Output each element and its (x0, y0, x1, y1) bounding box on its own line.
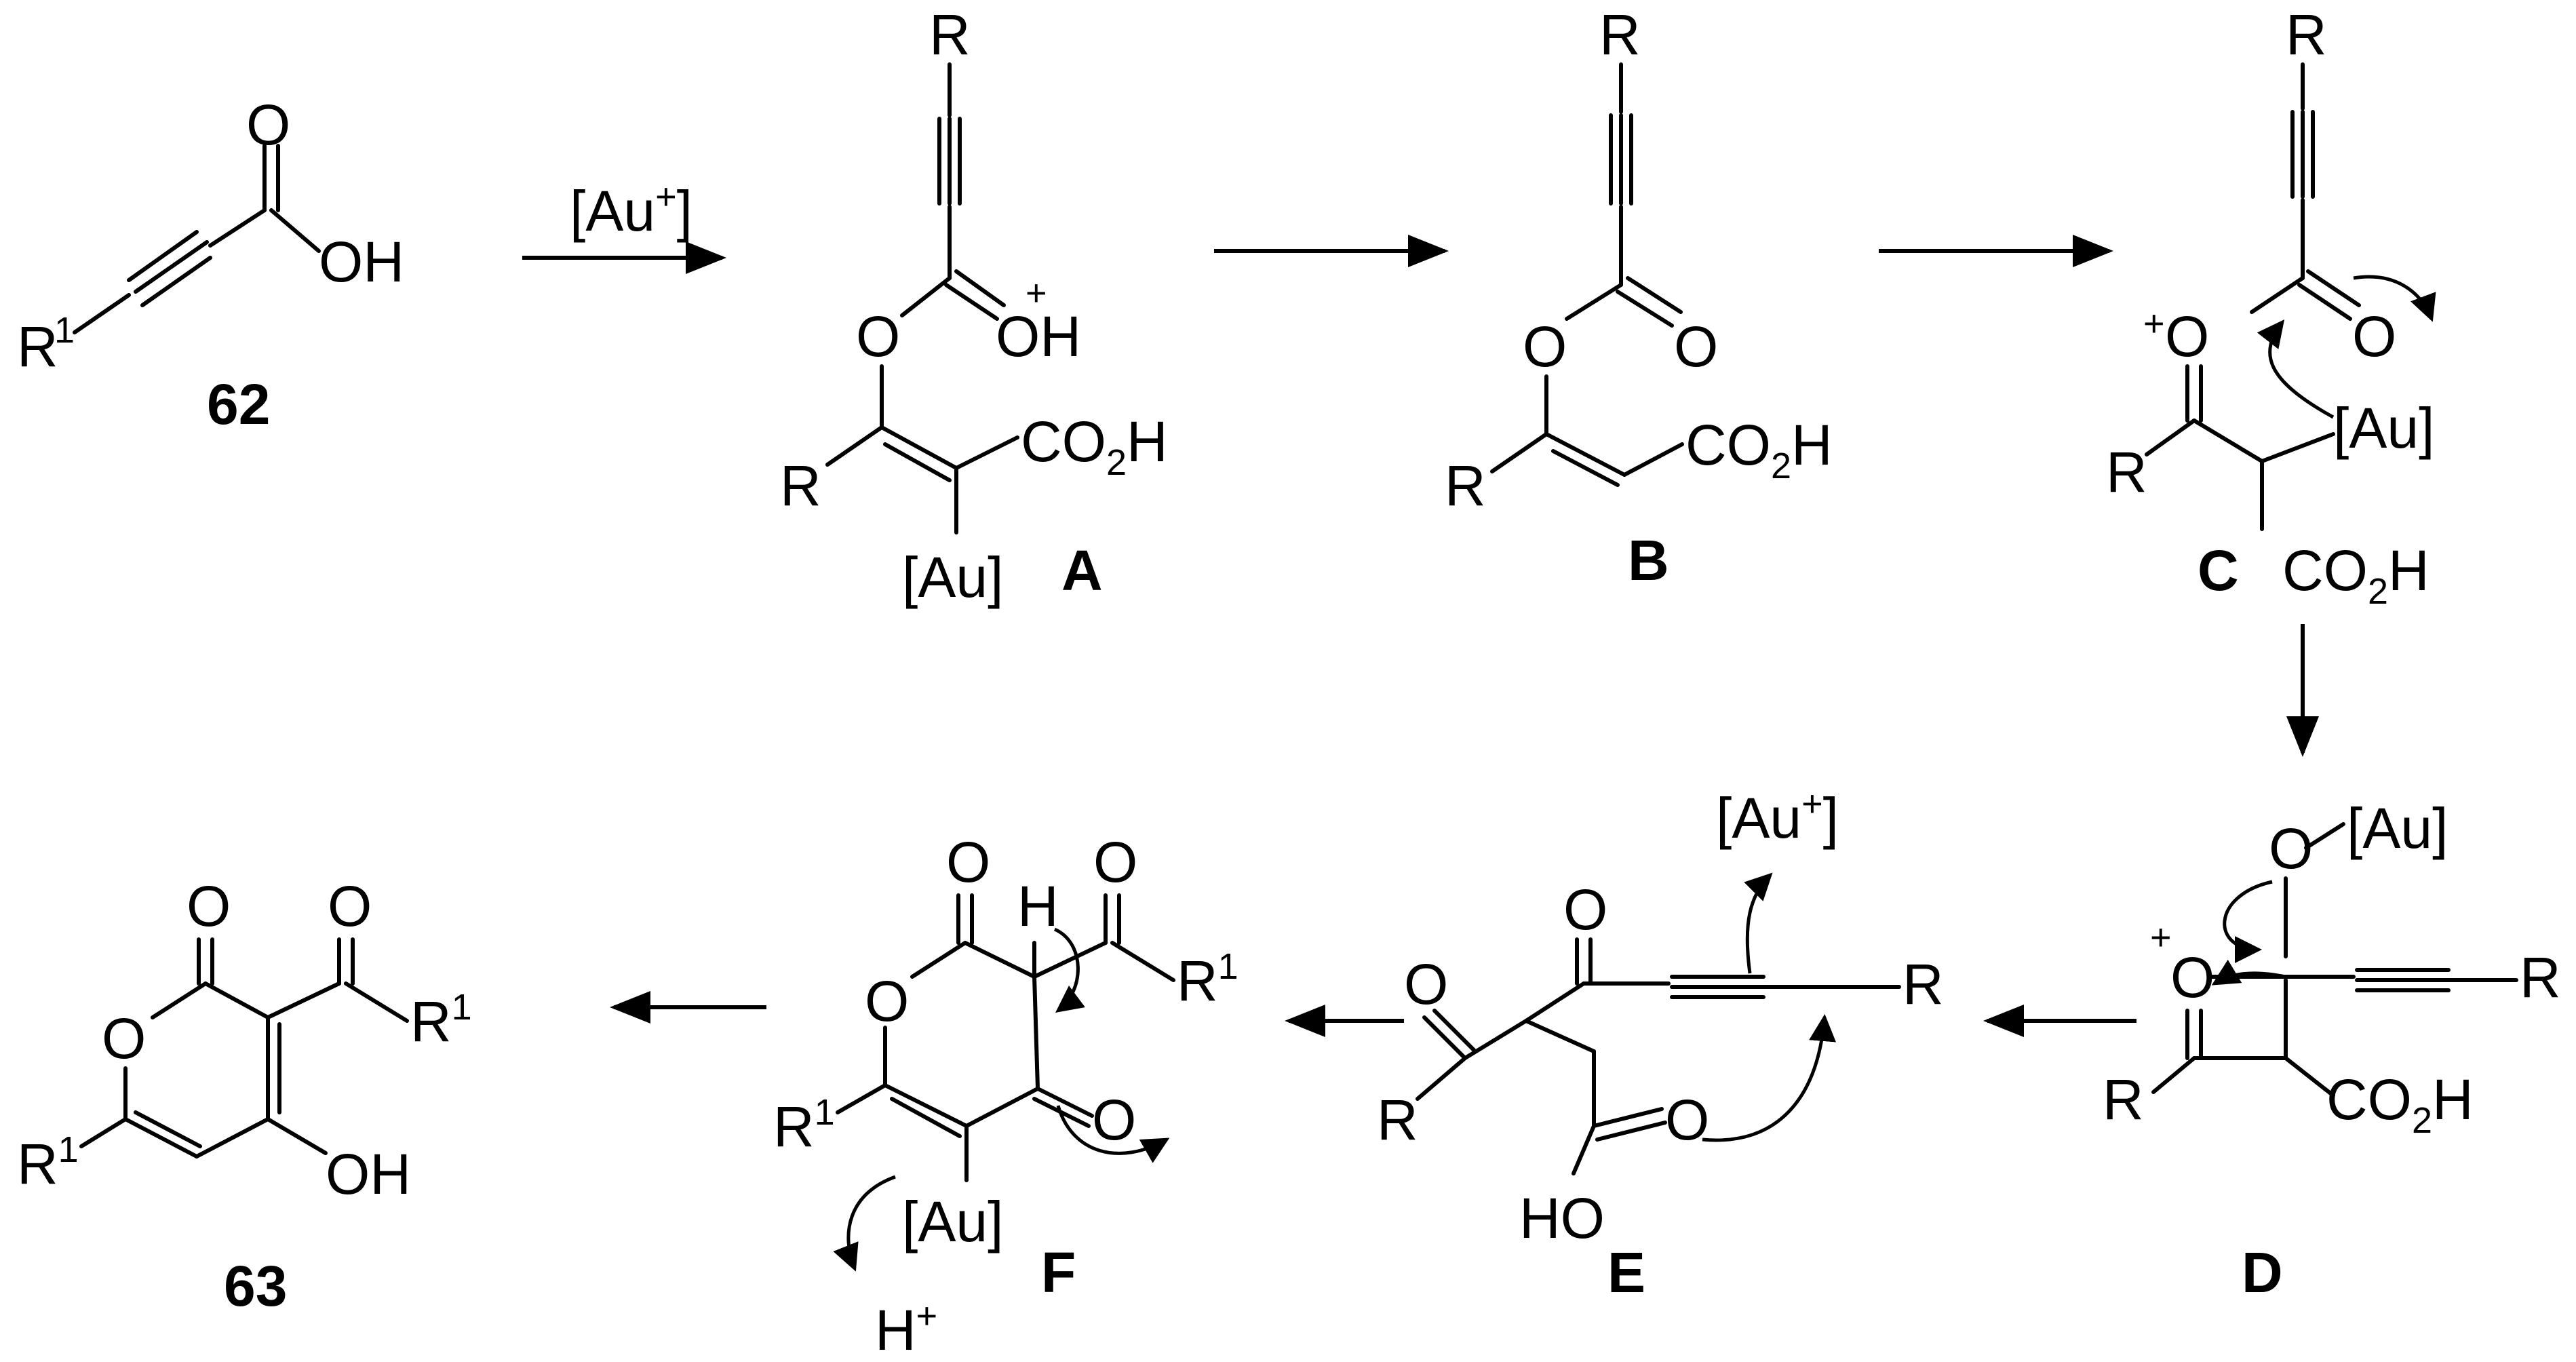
gold-center: [Au] (2347, 796, 2448, 860)
electron-arrow (2353, 275, 2436, 322)
compound-label-B: B (1628, 528, 1669, 592)
oxonium-charge: + (2150, 917, 2172, 958)
ester-oxygen: O (856, 305, 900, 368)
gold-release: [Au+] (1716, 783, 1839, 850)
r-alkyne: R (1902, 952, 1944, 1016)
acyl-oxygen: O (1093, 830, 1137, 894)
r-top: R (929, 3, 971, 66)
carboxylic-acid: CO2H (2282, 539, 2429, 612)
compound-label-A: A (1061, 539, 1103, 602)
r1-ring: R1 (17, 1129, 79, 1196)
carboxylic-acid: CO2H (1021, 410, 1168, 483)
electron-arrow (1702, 1014, 1837, 1142)
ring-oxygen: O (865, 969, 909, 1033)
proton: H+ (875, 1296, 937, 1362)
carbonyl-oxygen: O (246, 93, 290, 157)
oxonium-oxygen: O (2165, 305, 2209, 368)
r-acyl: R (2103, 1068, 2144, 1131)
r1-acyl: R1 (410, 987, 472, 1053)
compound-label-63: 63 (224, 1254, 287, 1318)
lactone-carbonyl-oxygen: O (946, 830, 990, 894)
carboxylic-acid: CO2H (1685, 413, 1833, 486)
gold-center: [Au] (902, 545, 1003, 609)
compound-label-F: F (1041, 1241, 1076, 1304)
r-alkyne: R (2520, 946, 2561, 1009)
gold-center: [Au] (2333, 396, 2434, 460)
acyl-oxygen: O (1404, 952, 1448, 1016)
compound-label-C: C (2198, 539, 2239, 602)
intermediate-D: O [Au] R + O R CO2H D (2103, 796, 2561, 1304)
lactone-carbonyl-oxygen: O (187, 874, 231, 938)
r1-superscript: 1 (54, 310, 75, 351)
electron-arrow (1744, 872, 1773, 974)
r-top: R (1599, 3, 1641, 66)
compound-label-E: E (1607, 1241, 1645, 1304)
ketone-oxygen: O (1563, 878, 1607, 941)
enol-hydroxyl: OH (326, 1142, 411, 1206)
electron-arrow (2257, 319, 2335, 419)
electron-arrow (2223, 880, 2273, 963)
arrow-62-to-A: [Au+] (522, 176, 726, 274)
r-vinyl: R (1445, 454, 1486, 518)
r1-ring: R1 (773, 1092, 835, 1159)
r1-acyl: R1 (1177, 946, 1238, 1013)
acid-carbonyl-oxygen: O (1665, 1088, 1709, 1152)
carboxylic-acid: CO2H (2326, 1068, 2474, 1141)
protonated-carbonyl: OH (996, 305, 1081, 368)
catalyst-label: [Au+] (570, 176, 692, 243)
electron-arrow (1053, 927, 1085, 1013)
r-vinyl: R (780, 454, 821, 518)
acid-hydroxyl: HO (1519, 1186, 1605, 1250)
alpha-hydrogen: H (1017, 874, 1059, 938)
r-acyl: R (2106, 440, 2147, 504)
intermediate-E: [Au+] O R O R O HO E (1377, 783, 1944, 1304)
compound-62: O OH R 1 62 (17, 93, 404, 436)
r-acyl: R (1377, 1088, 1418, 1152)
intermediate-A: R O OH + R CO2H [Au] A (780, 3, 1168, 609)
oxonium-charge: + (1026, 273, 1047, 313)
ring-oxygen: O (102, 1007, 146, 1070)
gold-center: [Au] (902, 1190, 1003, 1253)
oxonium-oxygen: O (2170, 946, 2214, 1009)
r-top: R (2286, 3, 2327, 66)
ester-oxygen: O (1523, 315, 1567, 378)
carbonyl-oxygen: O (1674, 315, 1718, 378)
intermediate-F: O O R1 [Au] O H O R1 F H+ (773, 830, 1238, 1362)
compound-63: O O R1 OH O R1 63 (17, 874, 472, 1318)
carbonyl-oxygen: O (2352, 305, 2396, 368)
intermediate-C: R + O O [Au] R CO2H C (2106, 3, 2436, 612)
compound-label-62: 62 (207, 372, 270, 436)
acyl-oxygen: O (328, 874, 372, 938)
electron-arrow (1056, 1105, 1170, 1163)
ketone-oxygen: O (1092, 1088, 1136, 1152)
r1-substituent: R (17, 315, 58, 378)
intermediate-B: R O O R CO2H B (1445, 3, 1833, 592)
electron-arrow (2211, 959, 2286, 986)
oxonium-charge: + (2143, 303, 2165, 344)
compound-label-D: D (2242, 1241, 2283, 1304)
hydroxyl: OH (319, 230, 404, 294)
electron-arrow (833, 1175, 896, 1272)
